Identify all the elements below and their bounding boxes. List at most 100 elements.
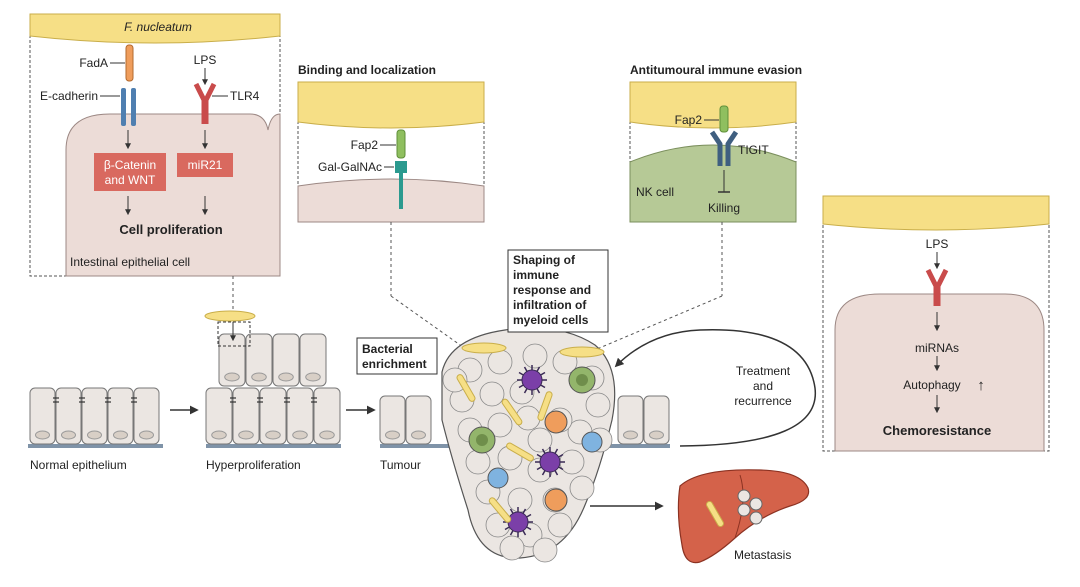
shaping-line3: response and [513,283,591,297]
tlr4-receptor-icon [193,82,217,124]
tigit-label: TIGIT [738,143,769,157]
hyper-cells [205,333,341,445]
binding-host-cell [297,178,485,223]
wnt-label: and WNT [105,173,156,187]
autophagy-label: Autophagy [903,378,960,392]
nucleus [224,372,240,382]
enrichment-line2: enrichment [362,357,427,371]
epithelial-cell [232,387,260,445]
bacterium-rod [506,442,534,462]
nucleus [113,430,128,440]
bacterium-rod [488,497,512,523]
epithelial-cell [299,333,327,387]
gal-galnac-icon [395,161,407,173]
gal-galnac-label: Gal-GalNAc [318,160,382,174]
bacterial-enrichment-box [356,337,438,375]
nucleus [211,430,227,440]
lps-label: LPS [194,53,217,67]
nucleus [61,430,76,440]
myeloid-cell [507,511,529,533]
killing-label: Killing [708,201,740,215]
nucleus [278,372,294,382]
macrophage [544,410,568,434]
chemo-panel: LPS miRNAs Autophagy ↑ Chemoresistance [822,195,1050,452]
tigit-receptor-icon [709,130,739,166]
epithelial-cell-shape [65,113,281,277]
catenin-label: β-Catenin [104,158,156,172]
tumour-immune-cells [456,365,603,537]
nucleus [87,430,102,440]
bacterium-rod [456,374,476,402]
immune-bacterium-membrane [629,81,797,129]
fap2-adhesin-icon [396,129,406,159]
nucleus [35,430,50,440]
nucleus [411,430,426,440]
tumour-cell [507,487,533,513]
epithelial-cell [272,333,300,387]
normal-cells [29,387,160,445]
nucleus [649,430,664,440]
tumour-cell [465,449,491,475]
tumour-cell [499,535,525,561]
panel-connectors [232,222,723,353]
macrophage [544,488,568,512]
cell-proliferation-label: Cell proliferation [119,222,222,237]
mir21-label: miR21 [188,158,223,172]
nucleus [139,430,154,440]
mirnas-label: miRNAs [915,341,959,355]
tumour-side-cells [379,395,670,445]
epithelial-cell [55,387,82,445]
treatment-line3: recurrence [734,394,792,408]
hyperproliferation: Hyperproliferation [204,310,341,472]
hyper-bacteria-icon [204,310,256,322]
epithelial-cell [643,395,670,445]
hyperproliferation-label: Hyperproliferation [206,458,301,472]
shaping-box [507,249,609,333]
tumour-cell [547,512,573,538]
treatment-line2: and [753,379,773,393]
tumour-cell [532,537,558,563]
epithelial-cell [286,387,314,445]
tumour-cell [527,427,553,453]
chemo-tlr4-icon [925,268,949,306]
epithelial-cell [218,333,246,387]
normal-epithelium: Normal epithelium [28,387,163,472]
epithelial-cell [81,387,108,445]
treatment-line1: Treatment [736,364,791,378]
nucleus [319,430,335,440]
immune-fap2-icon [719,105,729,133]
bacterium-membrane [29,13,281,44]
lymphocyte-nucleus [576,374,588,386]
liver-icon [677,469,810,564]
tumour-cell [569,475,595,501]
tumour: Tumour [379,327,670,563]
shaping-line5: myeloid cells [513,313,589,327]
epithelial-cell [107,387,134,445]
tumour-cell [487,349,513,375]
ecadherin-label: E-cadherin [40,89,98,103]
nucleus [292,430,308,440]
fada-label: FadA [79,56,108,70]
bacterium-rod [501,398,523,426]
tumour-bacteria-patch-right [559,346,605,358]
chemo-lps-label: LPS [926,237,949,251]
tlr4-label: TLR4 [230,89,260,103]
epithelial-cell [259,387,287,445]
up-arrow-icon: ↑ [977,377,985,394]
myeloid-cell [539,451,561,473]
binding-title: Binding and localization [298,63,436,77]
tumour-label: Tumour [380,458,421,472]
epithelial-cell [205,387,233,445]
nucleus [251,372,267,382]
chemo-bacterium-membrane [822,195,1050,231]
epithelial-cell-label: Intestinal epithelial cell [70,255,190,269]
shaping-line4: infiltration of [513,298,587,312]
immune-panel: Antitumoural immune evasion Fap2 TIGIT N… [629,63,802,223]
chemoresistance-label: Chemoresistance [883,423,991,438]
bacterium-rod [537,391,553,421]
epithelial-cell [405,395,432,445]
epithelial-cell [313,387,341,445]
enrichment-line1: Bacterial [362,342,413,356]
nucleus [305,372,321,382]
immune-fap2-label: Fap2 [675,113,703,127]
